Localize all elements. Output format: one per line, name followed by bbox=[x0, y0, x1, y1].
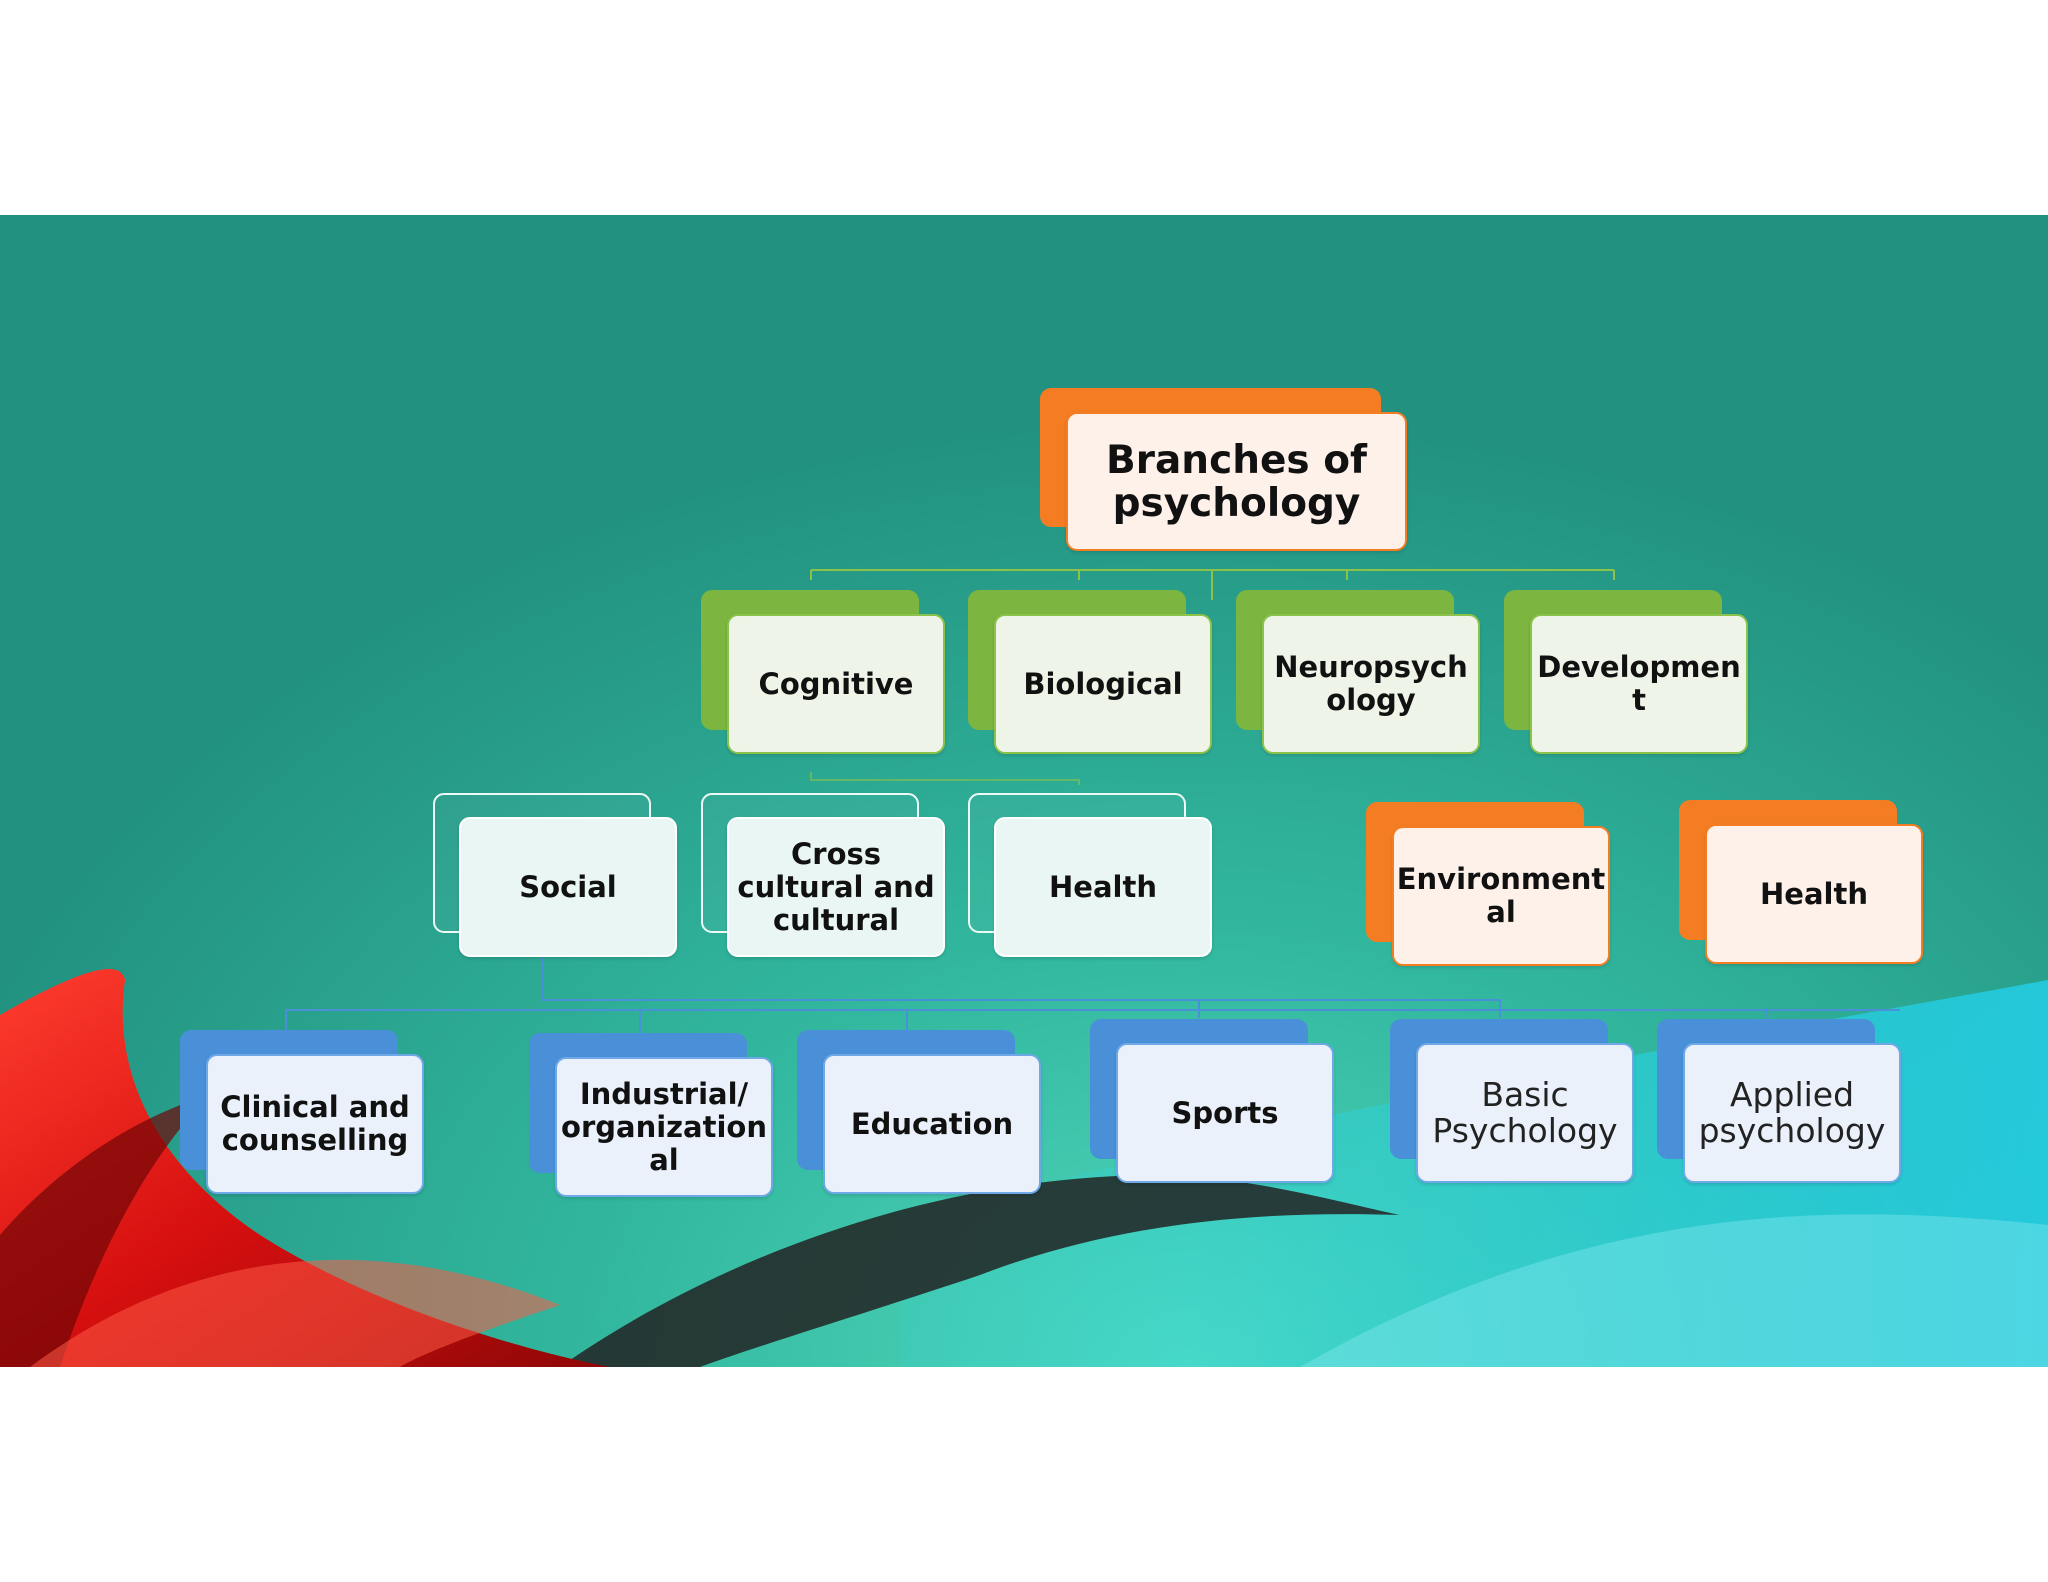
root-node: Branches of psychology bbox=[1040, 388, 1407, 551]
branch-label: Basic Psychology bbox=[1416, 1043, 1634, 1183]
red-ribbon-fold bbox=[0, 1095, 210, 1367]
branch-biological: Biological bbox=[968, 590, 1212, 754]
branch-label: Clinical and counselling bbox=[206, 1054, 424, 1194]
connector-lines bbox=[285, 569, 1900, 1033]
branch-basic-psychology: Basic Psychology bbox=[1390, 1019, 1634, 1183]
branch-label: Industrial/ organization al bbox=[555, 1057, 773, 1197]
branch-sports: Sports bbox=[1090, 1019, 1334, 1183]
branch-cross-cultural: Cross cultural and cultural bbox=[701, 793, 945, 957]
red-ribbon bbox=[0, 968, 610, 1367]
branch-label: Health bbox=[1705, 824, 1923, 964]
branch-label: Health bbox=[994, 817, 1212, 957]
branch-education: Education bbox=[797, 1030, 1041, 1194]
branch-neuropsychology: Neuropsych ology bbox=[1236, 590, 1480, 754]
branch-label: Cross cultural and cultural bbox=[727, 817, 945, 957]
dark-ribbon bbox=[560, 1175, 1400, 1367]
branch-health: Health bbox=[968, 793, 1212, 957]
branch-label: Sports bbox=[1116, 1043, 1334, 1183]
cyan-wave-light bbox=[1300, 1214, 2048, 1367]
branch-environmental: Environment al bbox=[1366, 802, 1610, 966]
branch-cognitive: Cognitive bbox=[701, 590, 945, 754]
branch-label: Developmen t bbox=[1530, 614, 1748, 754]
branch-development: Developmen t bbox=[1504, 590, 1748, 754]
branch-label: Biological bbox=[994, 614, 1212, 754]
root-label: Branches of psychology bbox=[1066, 412, 1407, 551]
branch-label: Social bbox=[459, 817, 677, 957]
branch-industrial-organizational: Industrial/ organization al bbox=[529, 1033, 773, 1197]
branch-label: Environment al bbox=[1392, 826, 1610, 966]
branch-clinical-counselling: Clinical and counselling bbox=[180, 1030, 424, 1194]
branch-label: Neuropsych ology bbox=[1262, 614, 1480, 754]
branch-applied-psychology: Applied psychology bbox=[1657, 1019, 1901, 1183]
branch-health-side: Health bbox=[1679, 800, 1923, 964]
branch-label: Cognitive bbox=[727, 614, 945, 754]
background-art bbox=[0, 569, 2048, 1367]
branch-label: Education bbox=[823, 1054, 1041, 1194]
red-ribbon-highlight bbox=[30, 1259, 560, 1367]
slide: Branches of psychology Cognitive Biologi… bbox=[0, 215, 2048, 1367]
branch-social: Social bbox=[433, 793, 677, 957]
branch-label: Applied psychology bbox=[1683, 1043, 1901, 1183]
